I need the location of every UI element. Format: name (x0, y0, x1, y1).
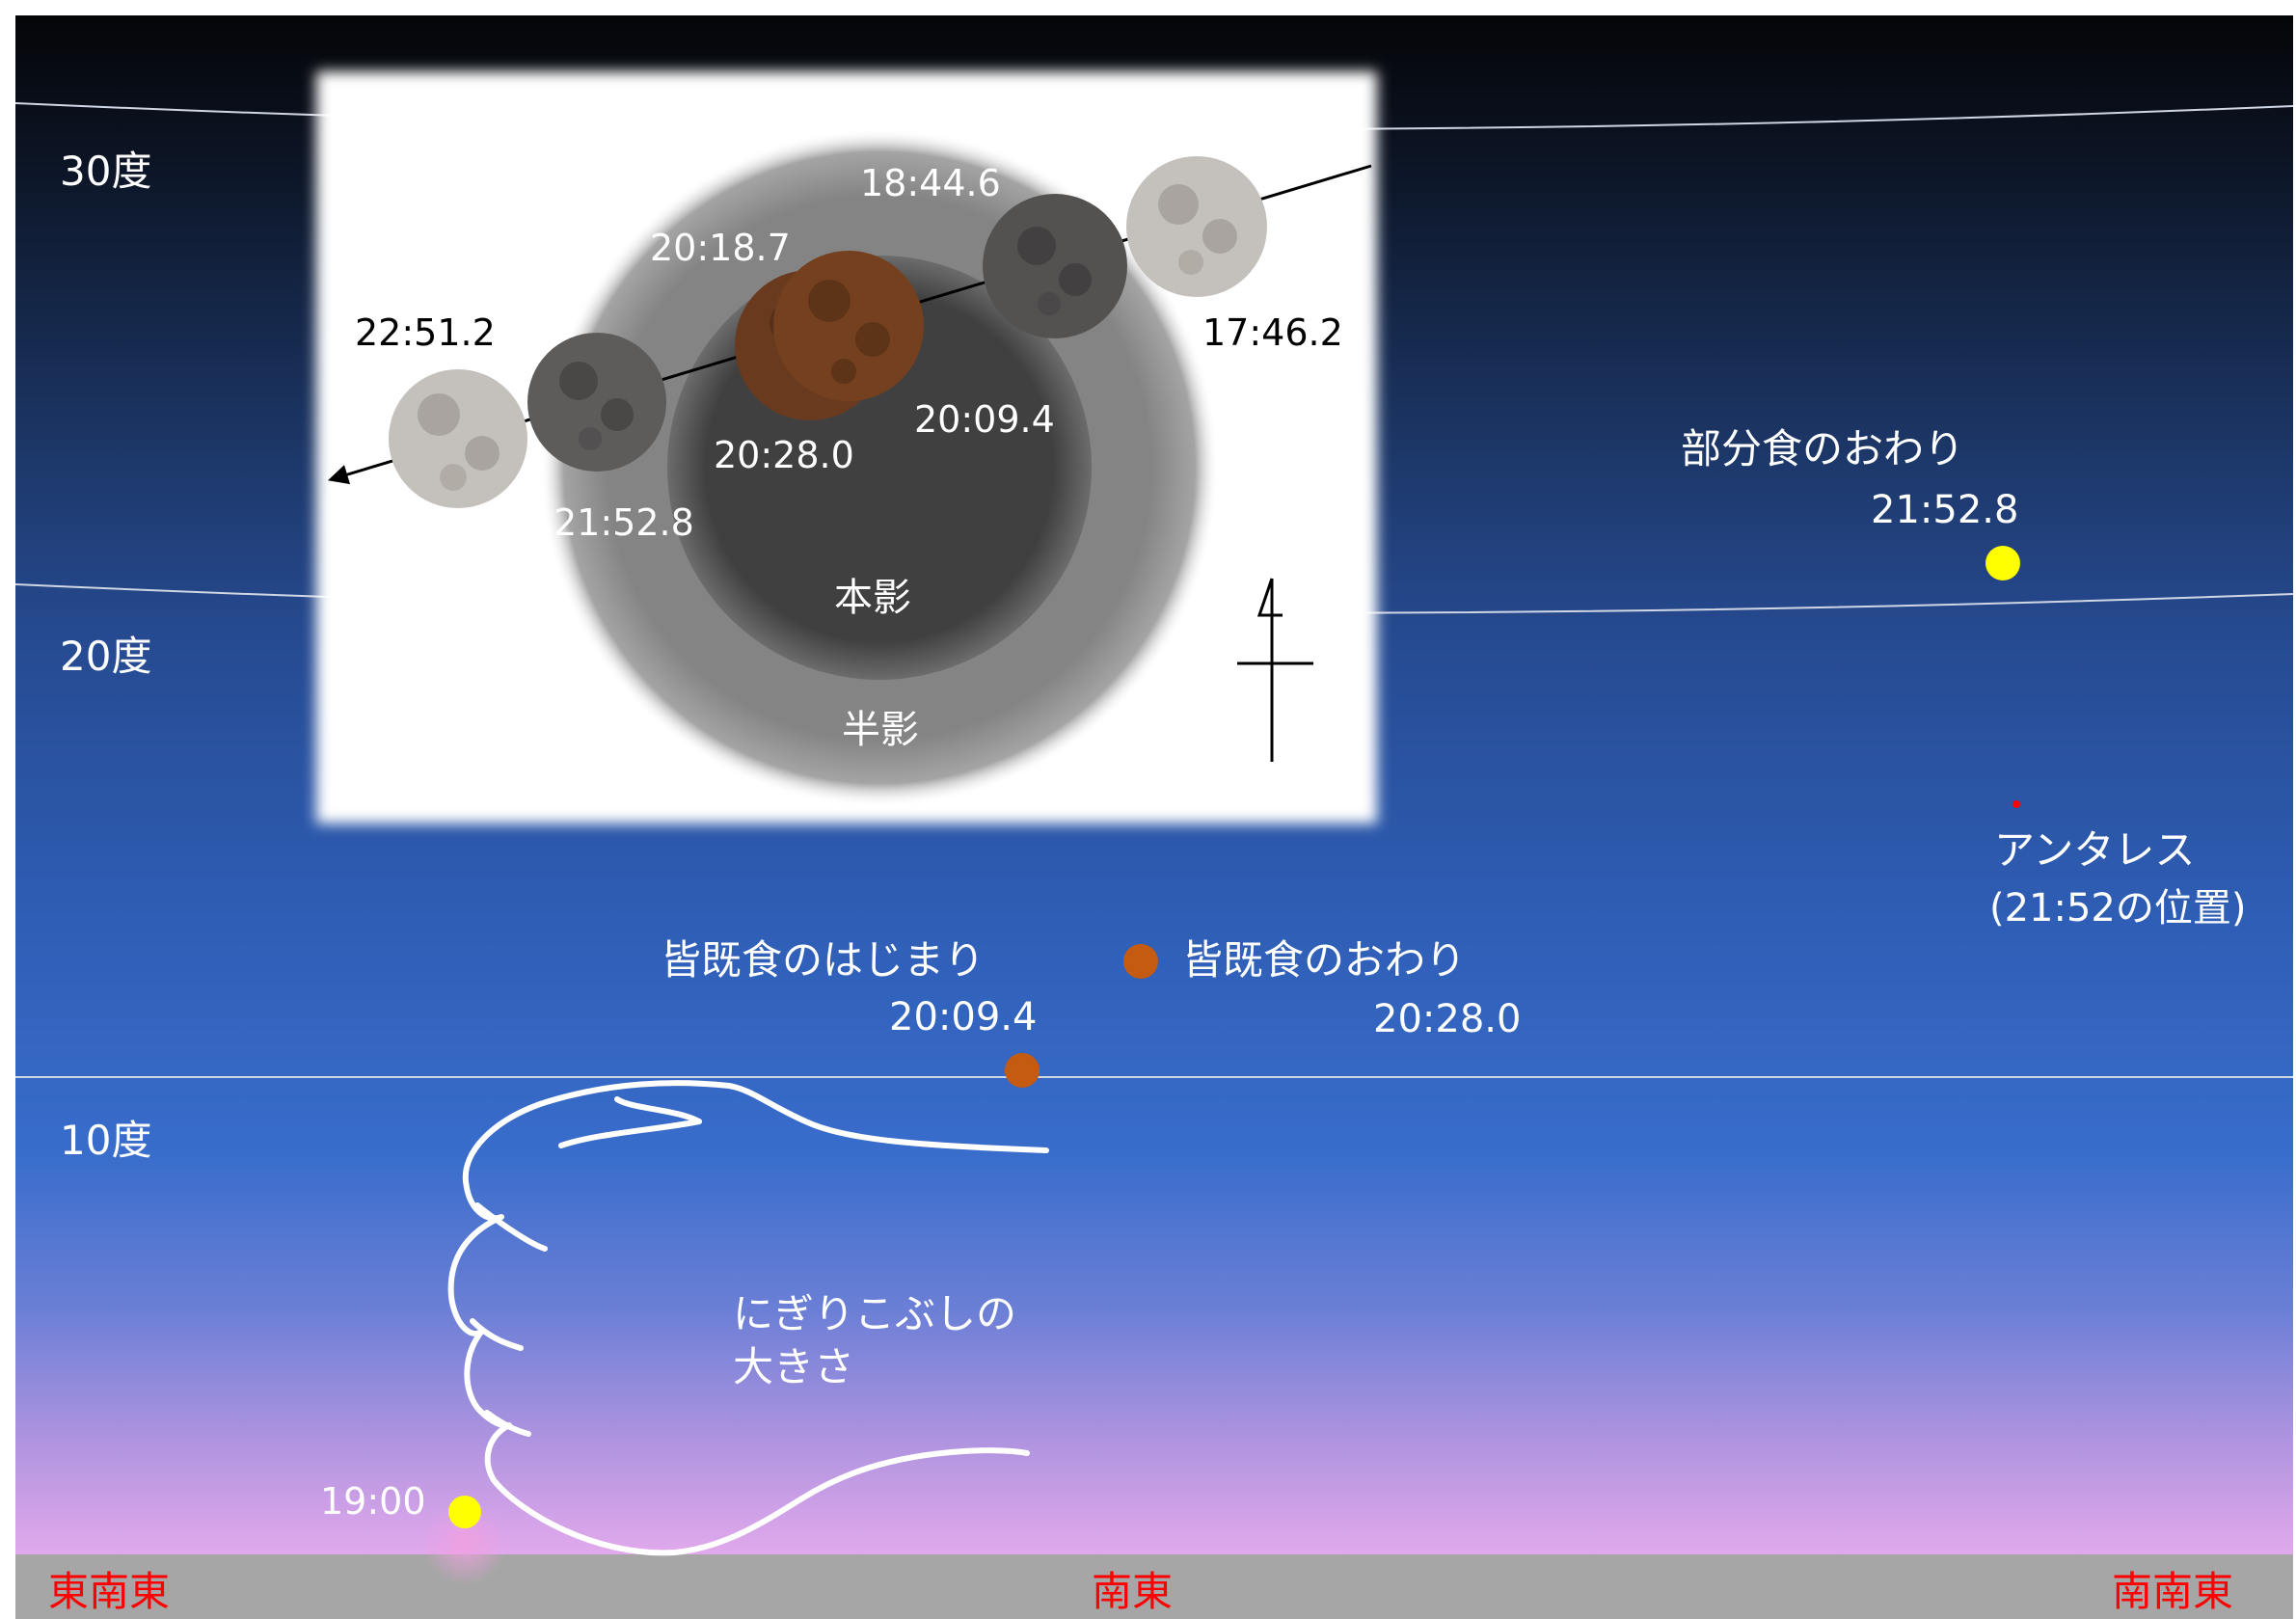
total-end-label: 皆既食のおわり (1182, 936, 1466, 984)
moonrise-glow (422, 1500, 507, 1585)
time-label-2152: 21:52.8 (554, 501, 694, 544)
partial-end-time: 21:52.8 (1871, 488, 2018, 532)
moon-1746 (1126, 156, 1267, 297)
fist-label-line1: にぎりこぶしの (733, 1290, 1016, 1337)
eclipse-path-inset: 本影 半影 (316, 71, 1377, 823)
north-east-indicator (1237, 578, 1313, 762)
altitude-label-20: 20度 (60, 633, 151, 680)
antares-label: アンタレス (1994, 826, 2195, 874)
fist-label-line2: 大きさ (733, 1343, 854, 1390)
time-label-1746: 17:46.2 (1202, 311, 1343, 354)
penumbra-label: 半影 (842, 708, 919, 752)
antares-star (2012, 800, 2020, 808)
total-end-dot (1123, 944, 1158, 979)
partial-end-dot (1985, 546, 2020, 580)
direction-label-ese: 東南東 (48, 1568, 170, 1615)
moon-at-1900 (448, 1496, 481, 1528)
direction-label-se: 南東 (1092, 1568, 1173, 1615)
altitude-label-30: 30度 (60, 148, 151, 195)
altitude-label-10: 10度 (60, 1117, 151, 1164)
antares-note: (21:52の位置) (1989, 886, 2246, 931)
time-label-2028: 20:28.0 (714, 434, 854, 476)
total-begin-label: 皆既食のはじまり (661, 936, 985, 984)
total-end-time: 20:28.0 (1373, 997, 1521, 1041)
moonrise-time: 19:00 (320, 1480, 426, 1523)
moon-1844 (983, 194, 1127, 338)
time-label-2009: 20:09.4 (914, 398, 1055, 441)
total-begin-time: 20:09.4 (889, 995, 1037, 1039)
time-label-2251: 22:51.2 (355, 311, 496, 354)
total-begin-dot (1005, 1053, 1040, 1088)
fist-outline (447, 1080, 1049, 1556)
ground (15, 1554, 2293, 1619)
moon-2152 (527, 333, 666, 472)
moon-2009 (773, 251, 924, 401)
time-label-2018: 20:18.7 (650, 227, 791, 269)
umbra-label: 本影 (834, 576, 911, 620)
direction-label-sse: 南南東 (2112, 1568, 2233, 1615)
moon-2251 (389, 369, 527, 508)
time-label-1844: 18:44.6 (860, 162, 1001, 204)
partial-end-label: 部分食のおわり (1681, 425, 1964, 472)
